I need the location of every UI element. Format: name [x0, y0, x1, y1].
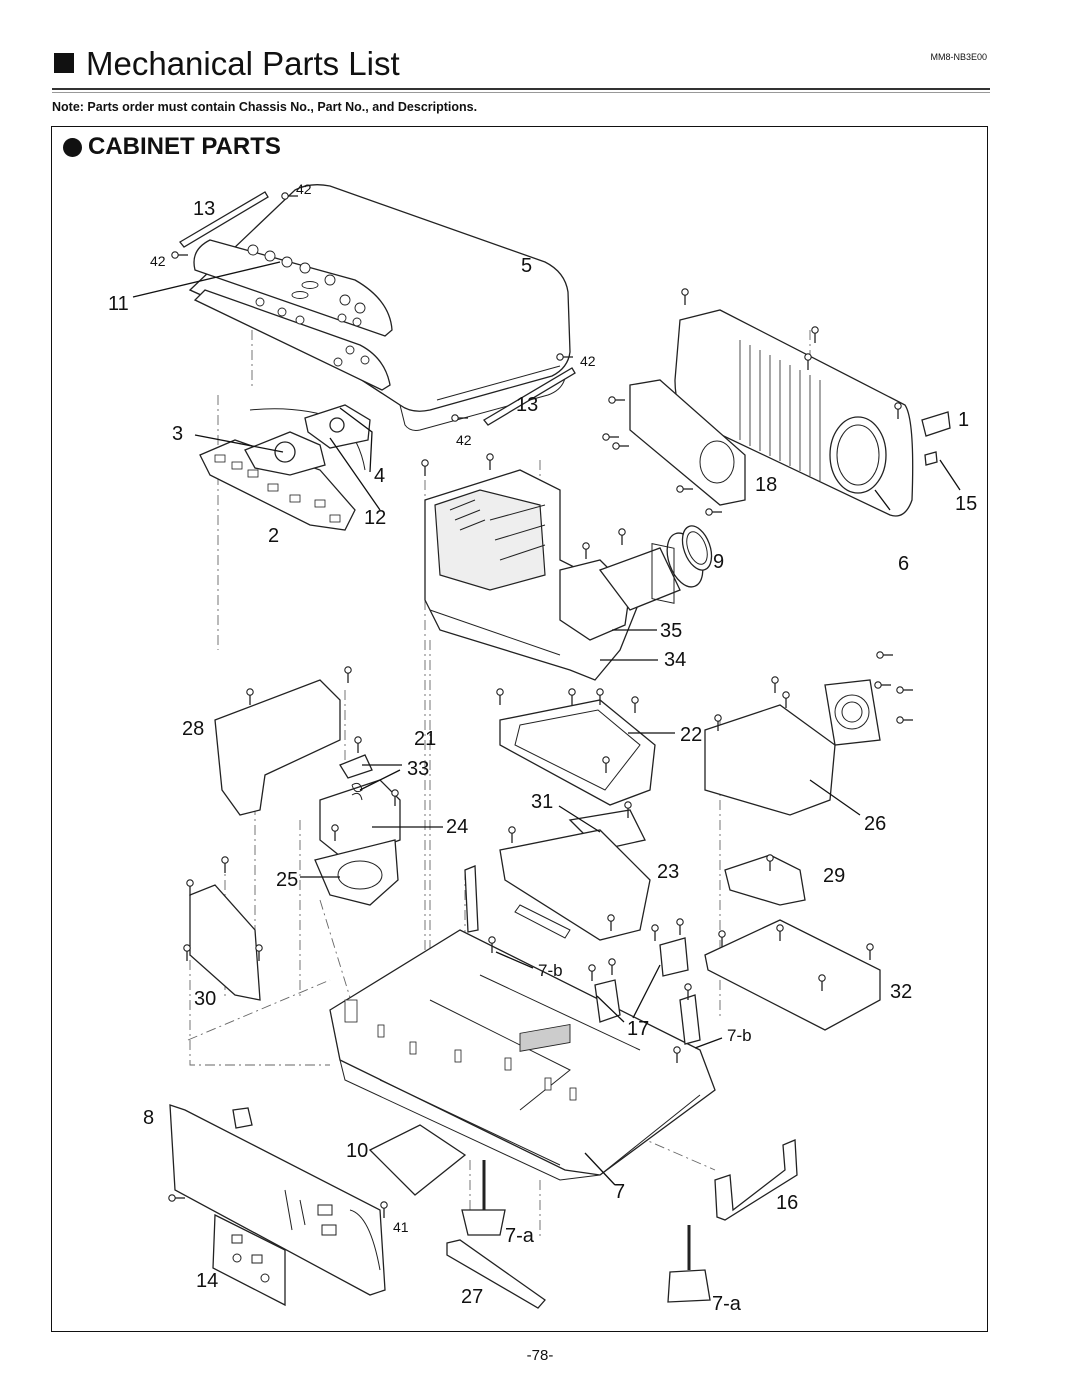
- diagram-frame: [51, 126, 988, 1332]
- callout-42: 42: [296, 181, 312, 197]
- callout-23: 23: [657, 861, 679, 883]
- callout-42: 42: [456, 432, 472, 448]
- leader-lines: [132, 261, 961, 1186]
- callout-42: 42: [580, 353, 596, 369]
- lamp-cover-part: [214, 679, 341, 816]
- section-bullet-icon: [63, 138, 82, 157]
- callout-21: 21: [414, 728, 436, 750]
- callout-5: 5: [521, 255, 532, 277]
- callout-16: 16: [776, 1192, 798, 1214]
- callout-2: 2: [268, 525, 279, 547]
- section-title: CABINET PARTS: [88, 133, 281, 160]
- callout-33: 33: [407, 758, 429, 780]
- callout-29: 29: [823, 865, 845, 887]
- callout-labels: 13 42 42 5 11 42 13 42 3 1 4 18 15 12 2 …: [108, 181, 977, 1315]
- fan-duct-parts: [314, 754, 401, 906]
- callout-4: 4: [374, 465, 385, 487]
- callout-7-a: 7-a: [505, 1225, 535, 1247]
- callout-42: 42: [150, 253, 166, 269]
- callout-31: 31: [531, 791, 553, 813]
- callout-17: 17: [627, 1018, 649, 1040]
- keypad-panel-part: [193, 239, 393, 391]
- rod-part: [179, 191, 576, 426]
- callout-1: 1: [958, 409, 969, 431]
- callout-13: 13: [193, 198, 215, 220]
- callout-28: 28: [182, 718, 204, 740]
- callout-25: 25: [276, 869, 298, 891]
- bracket-parts: [464, 865, 701, 1045]
- lens-frame-part: [629, 379, 746, 604]
- callout-11: 11: [108, 293, 129, 315]
- callout-7: 7: [614, 1181, 625, 1203]
- callout-24: 24: [446, 816, 468, 838]
- callout-10: 10: [346, 1140, 368, 1162]
- rear-panel-part: [169, 1104, 386, 1307]
- callout-41: 41: [393, 1219, 409, 1235]
- header-rule: [52, 88, 990, 90]
- callout-7-a: 7-a: [712, 1293, 742, 1315]
- callout-7-b: 7-b: [538, 961, 563, 980]
- optical-chassis-part: [424, 469, 713, 681]
- cover-box-part: [189, 884, 261, 1001]
- callout-30: 30: [194, 988, 216, 1010]
- shield-parts: [704, 679, 881, 1031]
- callout-35: 35: [660, 620, 682, 642]
- callout-27: 27: [461, 1286, 483, 1308]
- key-sheet-parts: [199, 404, 371, 531]
- badge-part: [921, 411, 951, 437]
- front-bezel-part: [674, 309, 914, 517]
- bottom-cabinet-part: [329, 929, 716, 1181]
- page-number: -78-: [526, 1347, 554, 1364]
- clip-part: [924, 451, 938, 466]
- callout-12: 12: [364, 507, 386, 529]
- callout-14: 14: [196, 1270, 218, 1292]
- callout-15: 15: [955, 493, 977, 515]
- callout-26: 26: [864, 813, 886, 835]
- document-code: MM8-NB3E00: [930, 52, 987, 62]
- callout-6: 6: [898, 553, 909, 575]
- header-rule-secondary: [52, 92, 990, 93]
- callout-8: 8: [143, 1107, 154, 1129]
- callout-13: 13: [516, 394, 538, 416]
- callout-34: 34: [664, 649, 686, 671]
- callout-18: 18: [755, 474, 777, 496]
- access-door-part: [368, 1124, 467, 1196]
- order-note: Note: Parts order must contain Chassis N…: [52, 100, 478, 114]
- callout-22: 22: [680, 724, 702, 746]
- board-bracket-parts: [499, 699, 656, 941]
- callout-3: 3: [172, 423, 183, 445]
- callout-7-b: 7-b: [727, 1026, 752, 1045]
- callout-32: 32: [890, 981, 912, 1003]
- callout-9: 9: [713, 551, 724, 573]
- foot-parts: [446, 1139, 798, 1309]
- page-title: Mechanical Parts List: [86, 45, 400, 82]
- title-square-icon: [54, 53, 74, 73]
